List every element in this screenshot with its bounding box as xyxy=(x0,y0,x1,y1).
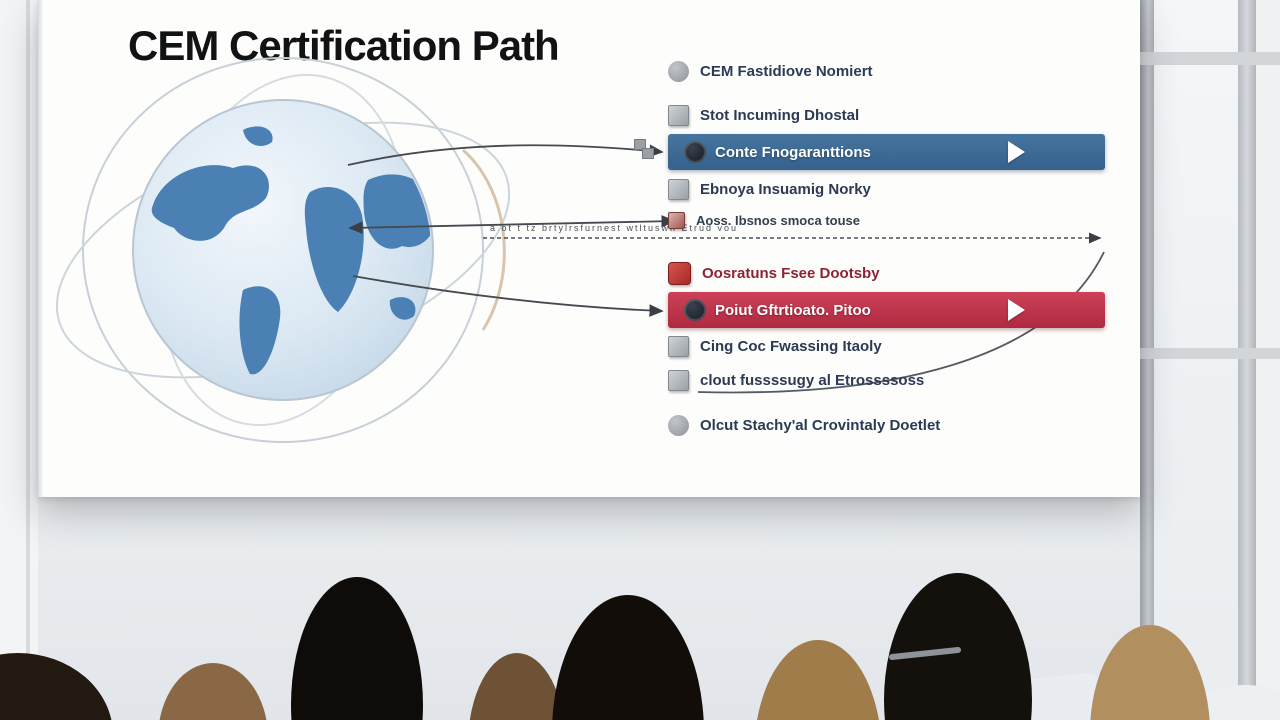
wall-left xyxy=(0,0,38,720)
slide-title: CEM Certification Path xyxy=(128,22,560,69)
audience-head xyxy=(1090,625,1210,720)
glasses-icon xyxy=(889,647,961,660)
step-label: Cing Coc Fwassing Itaoly xyxy=(700,337,882,355)
audience-head xyxy=(291,577,423,720)
audience-silhouettes xyxy=(0,573,1280,720)
presentation-board: CEM Certification Path xyxy=(38,0,1140,497)
list-item: Stot Incuming Dhostal xyxy=(668,102,859,128)
window-panel xyxy=(1256,0,1280,720)
list-item: clout fussssugy al Etrossssoss xyxy=(668,367,924,393)
step-label: Ebnoya Insuamig Norky xyxy=(700,180,871,198)
window-panel xyxy=(1154,0,1238,720)
window-crossbar xyxy=(1140,348,1280,359)
audience-head xyxy=(469,653,565,720)
step-label: Oosratuns Fsee Dootsby xyxy=(702,264,880,282)
course-bar-blue[interactable]: Conte Fnogaranttions xyxy=(668,134,1105,170)
window-mullion xyxy=(1140,0,1154,720)
window-crossbar xyxy=(1140,52,1280,65)
step-label: clout fussssugy al Etrossssoss xyxy=(700,371,925,389)
list-item: Oosratuns Fsee Dootsby xyxy=(668,260,880,286)
list-item: Cing Coc Fwassing Itaoly xyxy=(668,333,882,359)
window-mullion xyxy=(1238,0,1256,720)
audience-head xyxy=(552,595,704,720)
list-item: Ebnoya Insuamig Norky xyxy=(668,176,871,202)
connector-arrows: a ot t tz brtylrsfurnest wtltuswn Etrud … xyxy=(347,144,1105,394)
step-label: Aoss. Ibsnos smoca touse xyxy=(696,212,860,228)
red-badge-icon xyxy=(668,261,691,285)
cube-icon xyxy=(668,178,689,200)
audience-head xyxy=(757,640,879,720)
globe-illustration xyxy=(55,57,511,443)
step-label: CEM Fastidiove Nomiert xyxy=(700,62,873,80)
step-label: Olcut Stachy'al Crovintaly Doetlet xyxy=(700,416,941,434)
mini-squares-icon xyxy=(634,139,658,161)
bar-label: Poiut Gftrtioato. Pitoo xyxy=(715,301,871,319)
play-icon[interactable] xyxy=(1008,141,1025,163)
cube-icon xyxy=(668,335,689,357)
list-item: Aoss. Ibsnos smoca touse xyxy=(668,207,860,233)
cube-icon xyxy=(668,369,689,391)
sepia-arc xyxy=(462,148,506,331)
marker-icon xyxy=(668,211,685,229)
bullet-circle-icon xyxy=(668,414,689,436)
list-item: Olcut Stachy'al Crovintaly Doetlet xyxy=(668,412,940,438)
list-item: CEM Fastidiove Nomiert xyxy=(668,58,873,84)
step-label: Stot Incuming Dhostal xyxy=(700,106,860,124)
audience-head xyxy=(159,663,267,720)
badge-icon xyxy=(684,141,706,163)
continents xyxy=(151,126,431,375)
bar-label: Conte Fnogaranttions xyxy=(715,143,871,161)
wall-trim xyxy=(26,0,30,720)
badge-icon xyxy=(684,299,706,321)
bullet-circle-icon xyxy=(668,60,689,82)
play-icon[interactable] xyxy=(1008,299,1025,321)
audience-head xyxy=(0,653,112,720)
cube-icon xyxy=(668,104,689,126)
course-bar-red[interactable]: Poiut Gftrtioato. Pitoo xyxy=(668,292,1105,328)
audience-head xyxy=(884,573,1032,720)
